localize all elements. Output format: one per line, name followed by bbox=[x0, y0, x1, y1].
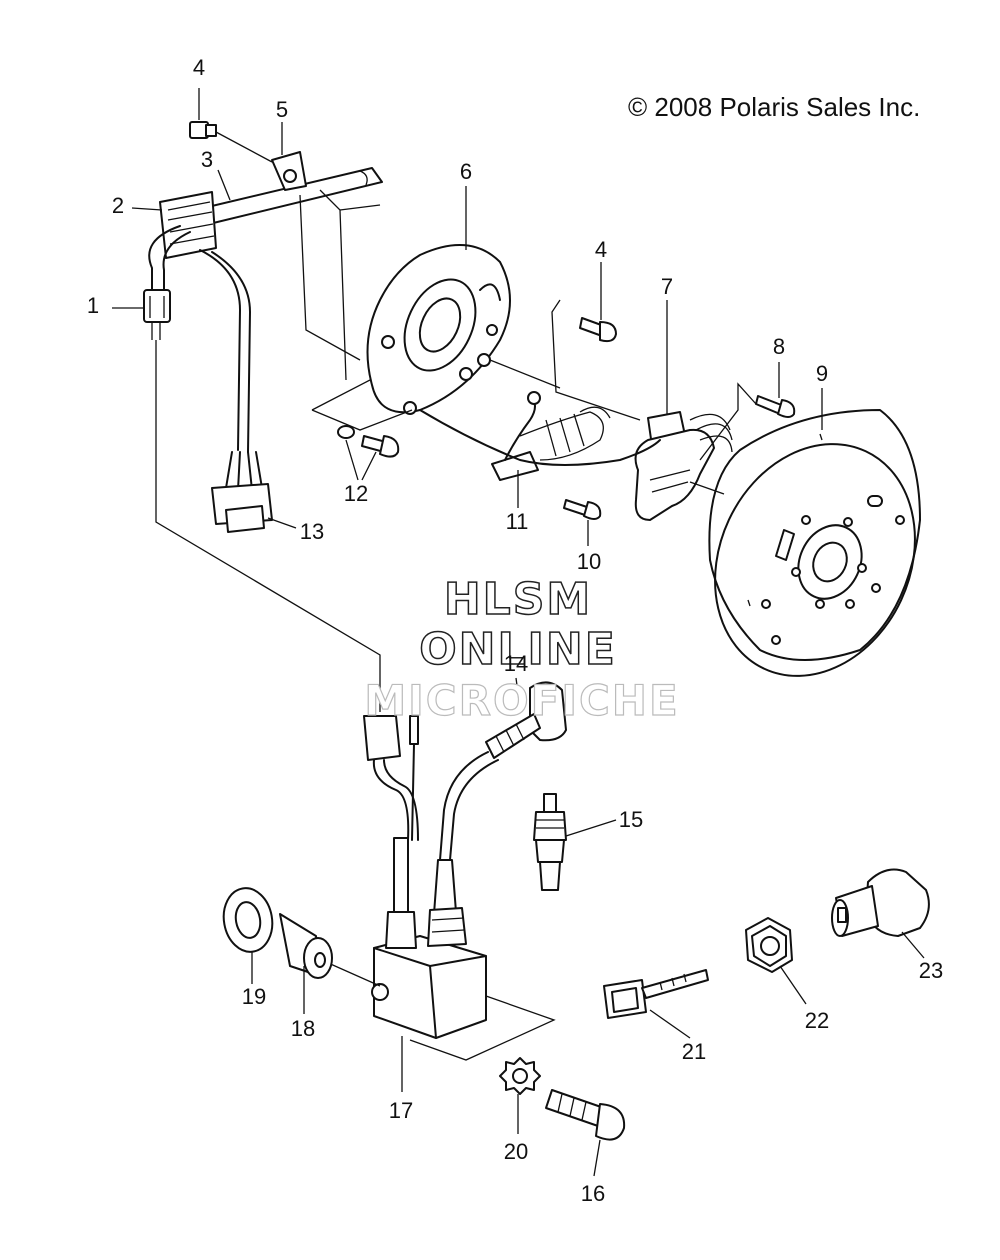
watermark-line-2: ONLINE bbox=[418, 623, 617, 676]
callout-15: 15 bbox=[618, 807, 644, 832]
copyright-text: © 2008 Polaris Sales Inc. bbox=[628, 92, 921, 122]
flywheel-part-9 bbox=[689, 388, 921, 677]
stator-coil-part-11 bbox=[419, 391, 661, 508]
callout-11: 11 bbox=[505, 509, 529, 534]
callout-5: 5 bbox=[275, 97, 289, 122]
callout-22: 22 bbox=[804, 1008, 830, 1033]
spark-plug-cap-part-14 bbox=[439, 677, 567, 861]
nut-part-22 bbox=[745, 917, 807, 1005]
callout-4-top: 4 bbox=[192, 55, 206, 80]
bolt-part-16 bbox=[545, 1089, 626, 1177]
watermark-line-3: MICROFICHE bbox=[364, 675, 680, 725]
coil-primary-connector bbox=[363, 715, 419, 841]
screw-part-12 bbox=[337, 425, 400, 481]
callout-14: 14 bbox=[503, 651, 529, 676]
bolt-part-4-center bbox=[489, 262, 641, 421]
harness-clamp-part-5 bbox=[271, 122, 307, 191]
screw-part-10 bbox=[563, 499, 602, 546]
callout-6: 6 bbox=[459, 159, 473, 184]
callout-18: 18 bbox=[290, 1016, 316, 1041]
callout-3: 3 bbox=[200, 147, 214, 172]
callout-8: 8 bbox=[772, 334, 786, 359]
callout-9: 9 bbox=[815, 361, 829, 386]
callout-21: 21 bbox=[681, 1039, 707, 1064]
callout-12: 12 bbox=[343, 481, 369, 506]
bolt-part-8 bbox=[699, 362, 796, 461]
callout-10: 10 bbox=[576, 549, 602, 574]
connector-part-1 bbox=[112, 289, 381, 712]
callout-19: 19 bbox=[241, 984, 267, 1009]
watermark-line-1: HLSM bbox=[443, 573, 593, 626]
spark-plug-part-15 bbox=[533, 793, 617, 891]
stator-plate-part-6 bbox=[299, 186, 511, 431]
key-part-21 bbox=[603, 969, 709, 1039]
bolt-part-4-top bbox=[189, 88, 273, 163]
spacer-part-18 bbox=[279, 913, 333, 1014]
callout-23: 23 bbox=[918, 958, 944, 983]
callout-16: 16 bbox=[580, 1181, 606, 1206]
callout-1: 1 bbox=[86, 293, 100, 318]
harness-cable bbox=[148, 225, 263, 491]
grommet-part-2 bbox=[131, 191, 217, 259]
callout-4-center: 4 bbox=[594, 237, 608, 262]
callout-2: 2 bbox=[111, 193, 125, 218]
connector-part-13 bbox=[211, 483, 297, 533]
callout-20: 20 bbox=[503, 1139, 529, 1164]
ignition-coil-part-17 bbox=[325, 837, 556, 1092]
callout-7: 7 bbox=[660, 274, 674, 299]
stator-coil-part-7 bbox=[634, 300, 733, 521]
adapter-part-23 bbox=[831, 868, 930, 959]
star-washer-part-20 bbox=[499, 1057, 541, 1134]
callout-17: 17 bbox=[388, 1098, 414, 1123]
callout-13: 13 bbox=[299, 519, 325, 544]
washer-part-19 bbox=[222, 887, 274, 984]
